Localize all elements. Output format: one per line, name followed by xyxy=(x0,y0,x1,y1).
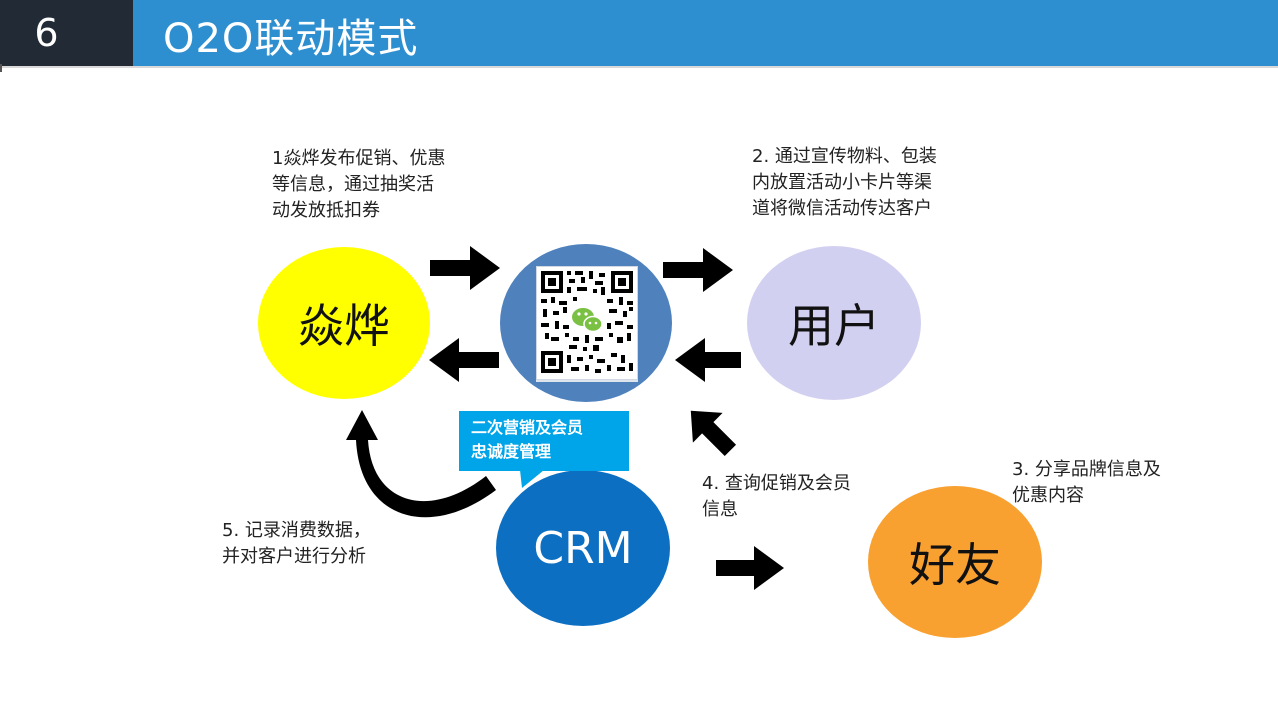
user-node-label: 用户 xyxy=(788,299,880,353)
arrow-crm-to-friend xyxy=(716,546,784,590)
wechat-icon xyxy=(569,303,605,335)
step4-label: 4. 查询促销及会员 信息 xyxy=(702,473,851,520)
arrow-crm-to-brand xyxy=(346,410,496,518)
title-bar: O2O联动模式 xyxy=(133,0,1278,66)
crm-node-label: CRM xyxy=(533,522,633,574)
brand-node-label: 焱烨 xyxy=(298,299,390,353)
arrow-qr-to-brand xyxy=(429,338,499,382)
qr-code-graphic xyxy=(541,271,633,373)
slide-number: 6 xyxy=(0,0,133,66)
step2-label: 2. 通过宣传物料、包装 内放置活动小卡片等渠 道将微信活动传达客户 xyxy=(752,146,937,219)
user-node: 用户 xyxy=(747,246,921,400)
edge-mark xyxy=(0,64,2,72)
arrow-brand-to-qr xyxy=(430,246,500,290)
arrow-qr-to-user xyxy=(663,248,733,292)
arrow-user-to-qr xyxy=(675,338,741,382)
brand-node: 焱烨 xyxy=(258,247,430,399)
loyalty-callout: 二次营销及会员 忠诚度管理 xyxy=(459,411,629,471)
crm-node: CRM xyxy=(496,470,670,626)
page-title: O2O联动模式 xyxy=(163,16,419,62)
friend-node-label: 好友 xyxy=(909,538,1001,592)
step1-label: 1焱烨发布促销、优惠 等信息，通过抽奖活 动发放抵扣券 xyxy=(272,148,446,221)
step3-label: 3. 分享品牌信息及 优惠内容 xyxy=(1012,459,1161,506)
step5-label: 5. 记录消费数据， 并对客户进行分析 xyxy=(222,520,371,567)
friend-node: 好友 xyxy=(868,486,1042,638)
qr-code-icon xyxy=(536,266,638,380)
header-divider xyxy=(0,66,1278,68)
arrow-friend-to-qr xyxy=(690,410,737,457)
slide-header: 6 O2O联动模式 xyxy=(0,0,1278,66)
